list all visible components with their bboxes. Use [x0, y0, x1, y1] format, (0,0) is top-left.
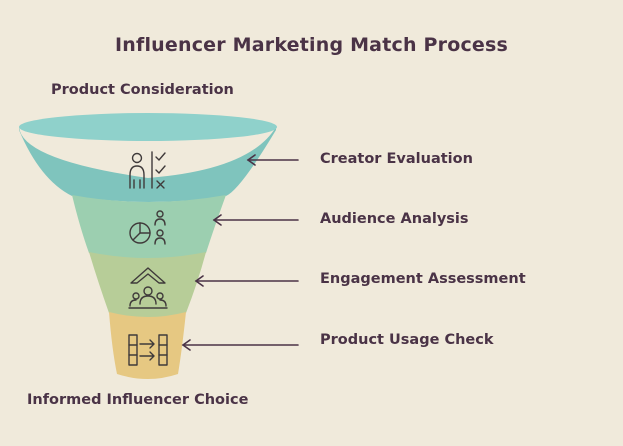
funnel-segment-engagement-assessment [89, 252, 206, 318]
growth-group-icon [128, 267, 168, 309]
funnel-segment-creator-evaluation [19, 127, 276, 202]
stage-label-engagement-assessment: Engagement Assessment [320, 271, 526, 287]
stage-label-product-usage-check: Product Usage Check [320, 332, 494, 348]
funnel-segment-product-usage-check [109, 312, 186, 379]
funnel-rim [19, 113, 277, 141]
stage-label-audience-analysis: Audience Analysis [320, 211, 469, 227]
pie-chart-people-icon [129, 210, 166, 245]
arrow-audience-analysis [212, 214, 299, 226]
stage-label-creator-evaluation: Creator Evaluation [320, 151, 473, 167]
funnel-top-label: Product Consideration [51, 82, 234, 98]
arrow-engagement-assessment [194, 275, 299, 287]
stage-arrows [181, 154, 299, 351]
person-checklist-icon [129, 151, 166, 189]
arrow-creator-evaluation [246, 154, 299, 166]
arrow-product-usage-check [181, 339, 299, 351]
product-flow-icon [128, 334, 168, 366]
funnel-bottom-label: Informed Influencer Choice [27, 392, 249, 408]
funnel-segment-audience-analysis [72, 195, 226, 259]
diagram-title: Influencer Marketing Match Process [114, 34, 509, 56]
